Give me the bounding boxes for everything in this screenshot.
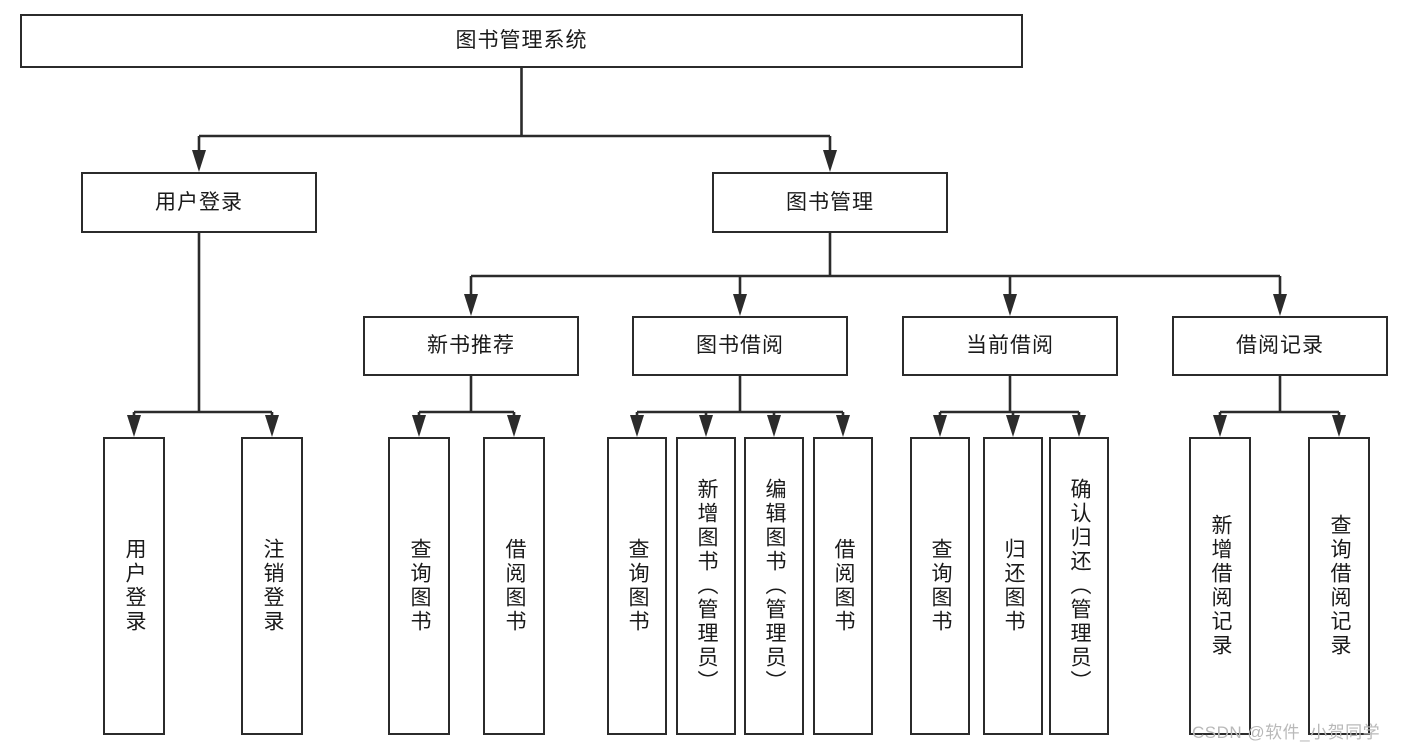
node-label: 编辑图书（管理员） (763, 478, 787, 694)
arrowhead-current (1003, 294, 1017, 316)
node-leaf-bor-4[interactable]: 借阅图书 (813, 437, 873, 735)
node-label: 新书推荐 (427, 334, 515, 358)
node-leaf-login-2[interactable]: 注销登录 (241, 437, 303, 735)
node-label: 图书管理 (786, 190, 874, 214)
node-label: 归还图书 (1002, 538, 1026, 634)
arrowhead-leaf-rec-2 (1332, 415, 1346, 437)
node-bookmgmt[interactable]: 图书管理 (712, 172, 948, 233)
arrowhead-leaf-rec-1 (1213, 415, 1227, 437)
node-label: 当前借阅 (966, 334, 1054, 358)
arrowhead-bookmgmt (823, 150, 837, 172)
node-leaf-rec-1[interactable]: 新增借阅记录 (1189, 437, 1251, 735)
arrowhead-leaf-login-1 (127, 415, 141, 437)
node-login[interactable]: 用户登录 (81, 172, 317, 233)
node-leaf-rec-2[interactable]: 查询借阅记录 (1308, 437, 1370, 735)
arrowhead-borrow (733, 294, 747, 316)
node-label: 借阅图书 (832, 538, 856, 634)
node-leaf-new-1[interactable]: 查询图书 (388, 437, 450, 735)
node-label: 用户登录 (123, 538, 147, 634)
arrowhead-records (1273, 294, 1287, 316)
node-leaf-login-1[interactable]: 用户登录 (103, 437, 165, 735)
node-label: 确认归还（管理员） (1068, 478, 1092, 694)
node-label: 借阅图书 (503, 538, 527, 634)
arrowhead-leaf-bor-4 (836, 415, 850, 437)
arrowhead-leaf-new-1 (412, 415, 426, 437)
node-current[interactable]: 当前借阅 (902, 316, 1118, 376)
node-label: 查询图书 (929, 538, 953, 634)
node-label: 用户登录 (155, 190, 243, 214)
node-label: 新增图书（管理员） (695, 478, 719, 694)
node-label: 新增借阅记录 (1209, 514, 1233, 658)
node-leaf-cur-1[interactable]: 查询图书 (910, 437, 970, 735)
arrowhead-leaf-new-2 (507, 415, 521, 437)
arrowhead-login (192, 150, 206, 172)
node-root[interactable]: 图书管理系统 (20, 14, 1023, 68)
node-label: 图书管理系统 (455, 29, 588, 53)
arrowhead-newbook (464, 294, 478, 316)
arrowhead-leaf-bor-2 (699, 415, 713, 437)
node-label: 图书借阅 (696, 334, 784, 358)
node-label: 注销登录 (261, 538, 285, 634)
node-borrow[interactable]: 图书借阅 (632, 316, 848, 376)
node-records[interactable]: 借阅记录 (1172, 316, 1388, 376)
node-leaf-bor-3[interactable]: 编辑图书（管理员） (744, 437, 804, 735)
watermark-label: CSDN @软件_小贺同学 (1192, 723, 1381, 742)
arrowhead-leaf-cur-2 (1006, 415, 1020, 437)
node-newbook[interactable]: 新书推荐 (363, 316, 579, 376)
node-label: 查询图书 (626, 538, 650, 634)
arrowhead-leaf-login-2 (265, 415, 279, 437)
node-leaf-cur-2[interactable]: 归还图书 (983, 437, 1043, 735)
node-leaf-new-2[interactable]: 借阅图书 (483, 437, 545, 735)
arrowhead-leaf-bor-1 (630, 415, 644, 437)
arrowhead-leaf-cur-1 (933, 415, 947, 437)
node-label: 查询图书 (408, 538, 432, 634)
node-leaf-bor-2[interactable]: 新增图书（管理员） (676, 437, 736, 735)
node-leaf-cur-3[interactable]: 确认归还（管理员） (1049, 437, 1109, 735)
arrowhead-leaf-bor-3 (767, 415, 781, 437)
arrowhead-leaf-cur-3 (1072, 415, 1086, 437)
node-label: 查询借阅记录 (1328, 514, 1352, 658)
node-label: 借阅记录 (1236, 334, 1324, 358)
node-leaf-bor-1[interactable]: 查询图书 (607, 437, 667, 735)
